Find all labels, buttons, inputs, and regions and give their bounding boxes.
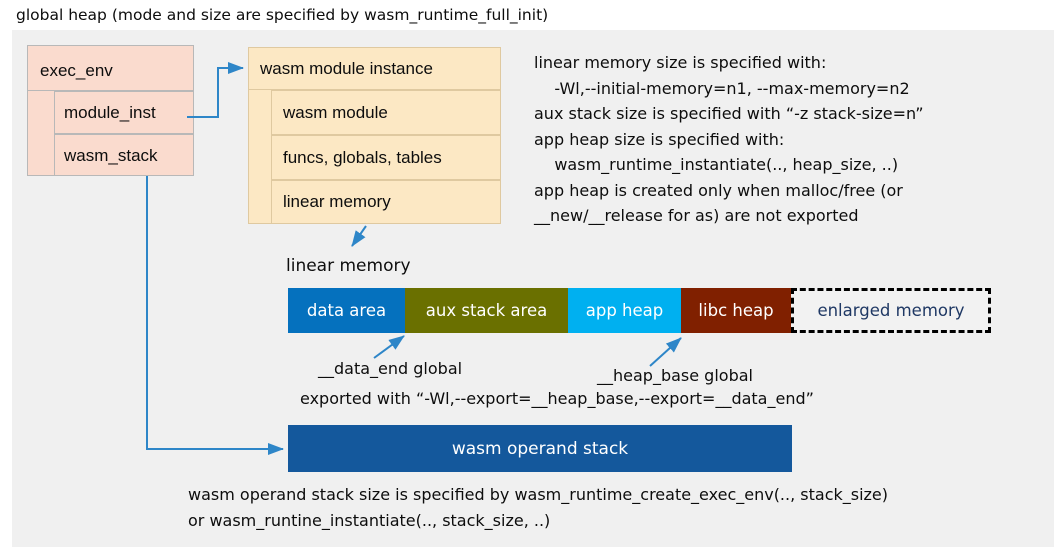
module-instance-row-funcs-globals-tables bbox=[271, 135, 501, 180]
exported-with-annotation: exported with “-Wl,--export=__heap_base,… bbox=[300, 389, 814, 408]
module-instance-row-funcs-globals-tables-label: funcs, globals, tables bbox=[283, 148, 442, 167]
linear-memory-caption: linear memory bbox=[286, 256, 411, 276]
module-instance-row-linear-memory bbox=[271, 180, 501, 224]
memory-segment-label: app heap bbox=[585, 301, 664, 320]
linear-memory-bar: data area aux stack area app heap libc heap… bbox=[288, 288, 991, 333]
memory-segment-label: enlarged memory bbox=[817, 301, 965, 320]
module-instance-row-linear-memory-label: linear memory bbox=[283, 192, 391, 211]
memory-segment-label: data area bbox=[306, 301, 387, 320]
memory-segment-aux-stack-area: aux stack area bbox=[405, 288, 568, 333]
wasm-operand-stack-box: wasm operand stack bbox=[288, 425, 792, 472]
operand-stack-note: wasm operand stack size is specified by … bbox=[188, 485, 889, 530]
memory-segment-label: libc heap bbox=[698, 301, 774, 320]
exec-env-label: exec_env bbox=[40, 61, 113, 80]
memory-segment-libc-heap: libc heap bbox=[681, 288, 791, 333]
page-title: global heap (mode and size are specified… bbox=[16, 6, 549, 24]
module-instance-header-cell bbox=[248, 47, 501, 90]
module-instance-row-wasm-module bbox=[271, 90, 501, 135]
memory-config-notes: linear memory size is specified with: -W… bbox=[534, 53, 924, 225]
memory-segment-enlarged-memory: enlarged memory bbox=[791, 288, 991, 333]
memory-segment-app-heap: app heap bbox=[568, 288, 681, 333]
memory-segment-data-area: data area bbox=[288, 288, 405, 333]
exec-env-header-cell bbox=[27, 45, 194, 91]
data-end-annotation: __data_end global bbox=[318, 359, 463, 378]
heap-base-annotation: __heap_base global bbox=[597, 366, 753, 385]
exec-env-module-inst-cell bbox=[54, 91, 194, 134]
memory-segment-label: aux stack area bbox=[425, 301, 548, 320]
exec-env-module-inst-label: module_inst bbox=[64, 103, 156, 122]
module-instance-row-wasm-module-label: wasm module bbox=[283, 103, 388, 122]
module-instance-label: wasm module instance bbox=[260, 59, 433, 78]
exec-env-wasm-stack-cell bbox=[54, 134, 194, 176]
exec-env-wasm-stack-label: wasm_stack bbox=[64, 146, 158, 165]
